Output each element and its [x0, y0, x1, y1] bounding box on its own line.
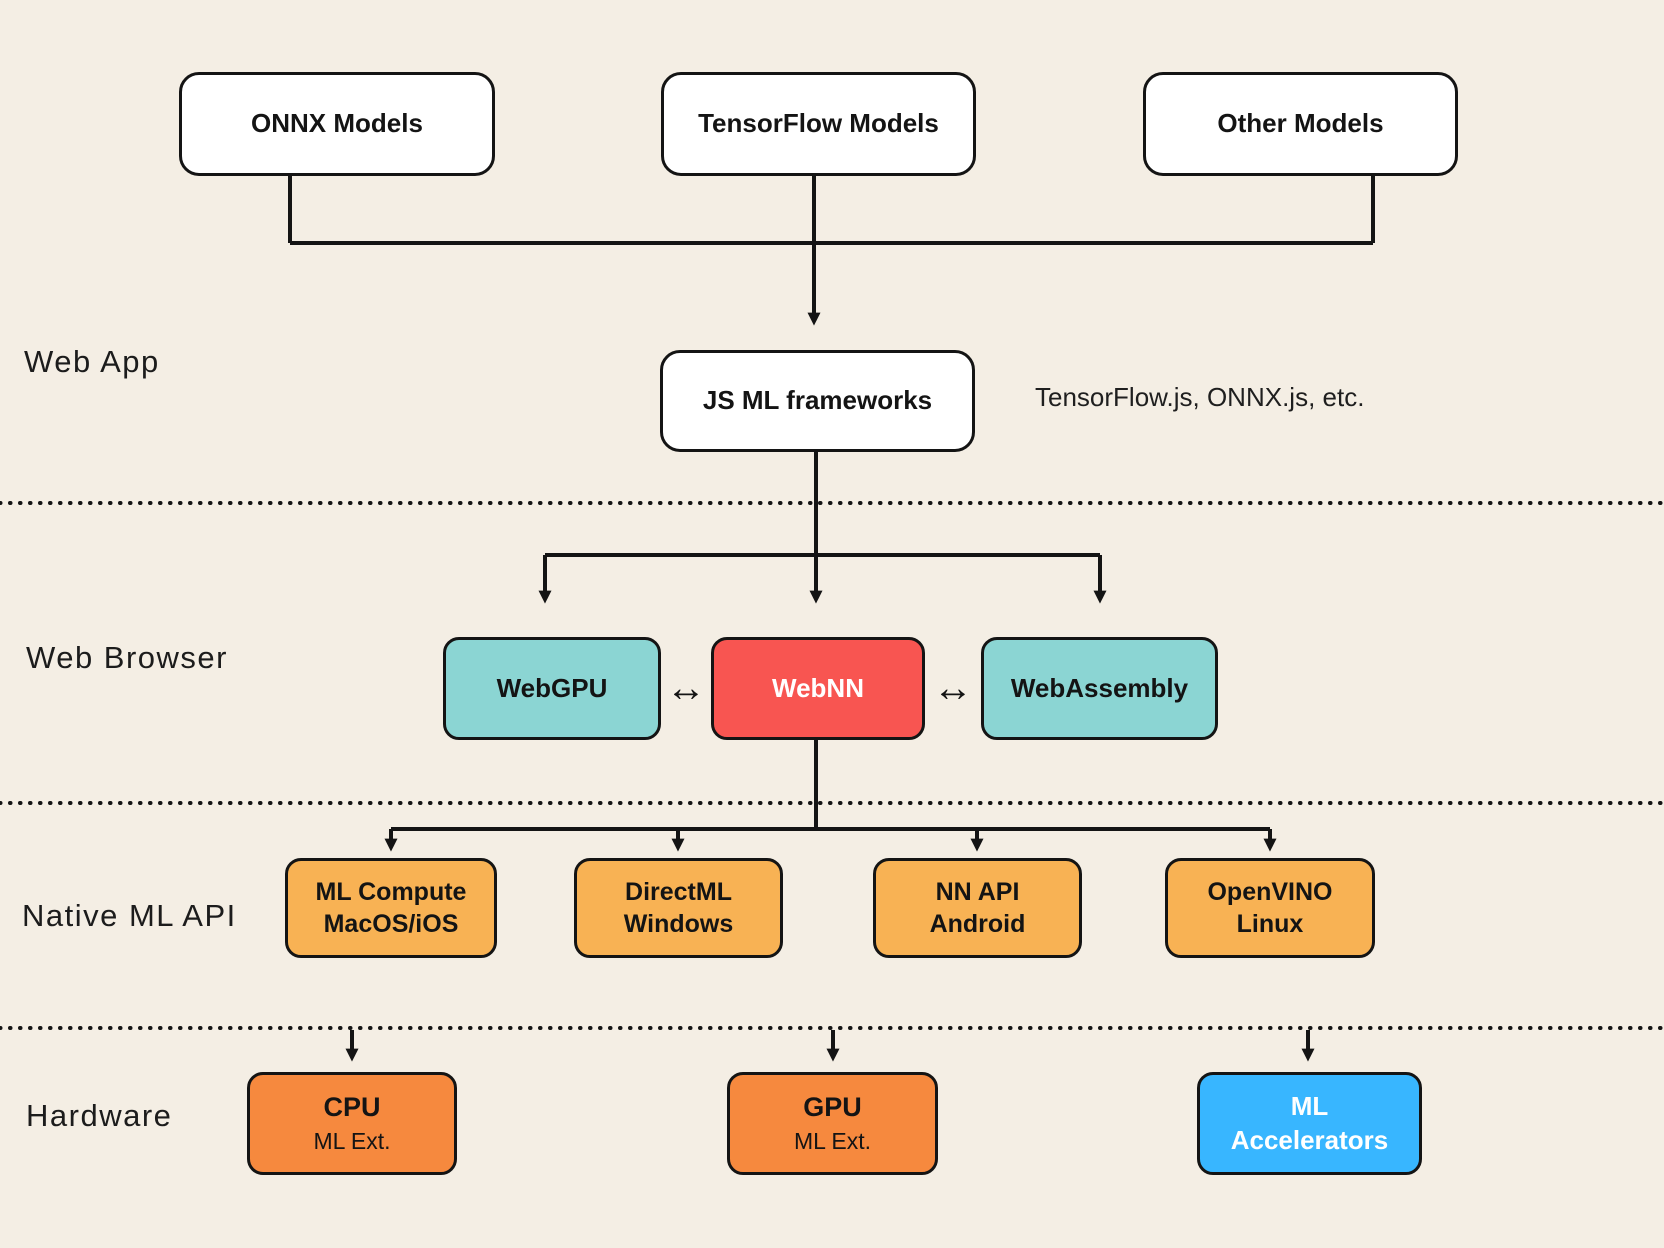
- node-label-line2: MacOS/iOS: [323, 910, 459, 938]
- node-nn-api: NN API Android: [873, 858, 1082, 958]
- node-label-line2: ML Ext.: [313, 1128, 391, 1155]
- node-label-line2: Accelerators: [1230, 1124, 1389, 1155]
- node-ml-compute: ML Compute MacOS/iOS: [285, 858, 497, 958]
- node-label-line2: Linux: [1236, 910, 1304, 938]
- layer-label-hardware: Hardware: [26, 1098, 173, 1133]
- node-label-line1: NN API: [935, 877, 1020, 906]
- layer-label-web-app: Web App: [24, 344, 160, 379]
- node-label-line1: CPU: [323, 1092, 381, 1122]
- node-label: WebNN: [772, 672, 864, 703]
- node-openvino: OpenVINO Linux: [1165, 858, 1375, 958]
- node-ml-accelerators: ML Accelerators: [1197, 1072, 1422, 1175]
- node-label-line2: Windows: [623, 910, 734, 938]
- node-label-line2: ML Ext.: [793, 1128, 872, 1155]
- node-onnx-models: ONNX Models: [179, 72, 495, 176]
- node-label-line1: ML Compute: [315, 877, 467, 906]
- js-frameworks-annotation: TensorFlow.js, ONNX.js, etc.: [1035, 382, 1365, 412]
- bidirectional-arrow-icon: ↔: [666, 665, 706, 710]
- node-label-line2: Android: [929, 910, 1026, 938]
- node-tensorflow-models: TensorFlow Models: [661, 72, 976, 176]
- node-webnn: WebNN: [711, 637, 925, 740]
- node-label-line1: OpenVINO: [1207, 877, 1333, 906]
- node-other-models: Other Models: [1143, 72, 1458, 176]
- node-label: Other Models: [1217, 108, 1384, 139]
- node-gpu: GPU ML Ext.: [727, 1072, 938, 1175]
- node-label: JS ML frameworks: [702, 385, 933, 416]
- layer-label-native-ml-api: Native ML API: [22, 898, 237, 933]
- node-label: WebGPU: [496, 672, 608, 703]
- node-webassembly: WebAssembly: [981, 637, 1218, 740]
- node-webgpu: WebGPU: [443, 637, 661, 740]
- node-label-line1: DirectML: [625, 877, 732, 906]
- node-directml: DirectML Windows: [574, 858, 783, 958]
- node-cpu: CPU ML Ext.: [247, 1072, 457, 1175]
- node-label: WebAssembly: [1010, 672, 1189, 703]
- bidirectional-arrow-icon: ↔: [933, 665, 973, 710]
- node-label-line1: ML: [1290, 1090, 1329, 1121]
- node-label-line1: GPU: [803, 1092, 862, 1122]
- layer-label-web-browser: Web Browser: [26, 640, 228, 675]
- node-label: ONNX Models: [251, 108, 423, 139]
- node-label: TensorFlow Models: [698, 108, 939, 139]
- node-js-ml-frameworks: JS ML frameworks: [660, 350, 975, 452]
